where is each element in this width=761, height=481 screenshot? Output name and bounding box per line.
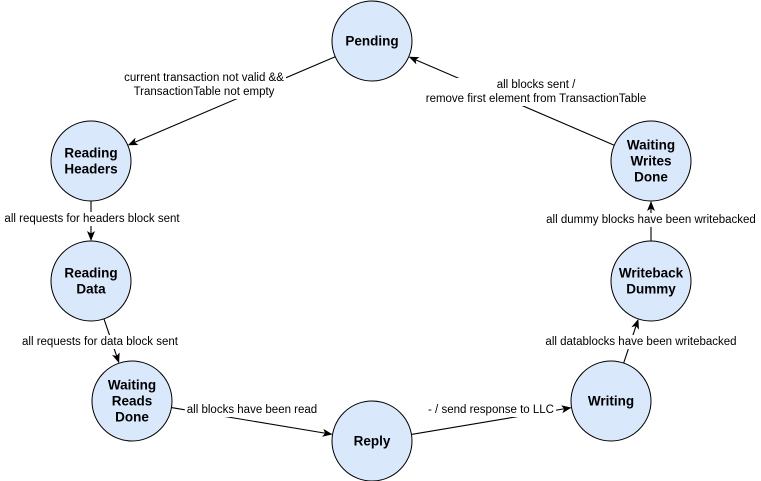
transition-label-waiting-reads-done-to-reply: all blocks have been read xyxy=(184,403,320,417)
state-label: Writing xyxy=(588,394,634,409)
transition-label-reading-headers-to-reading-data: all requests for headers block sent xyxy=(2,212,182,226)
state-label: Writes xyxy=(630,154,671,169)
state-pending: Pending xyxy=(331,0,413,82)
transition-label-reading-data-to-waiting-reads-done: all requests for data block sent xyxy=(19,335,181,349)
state-circle xyxy=(50,240,132,322)
transition-label-text: - / send response to LLC xyxy=(428,404,554,416)
state-label: Pending xyxy=(345,34,398,49)
transition-label-text: remove first element from TransactionTab… xyxy=(426,93,647,105)
state-label: Dummy xyxy=(626,282,676,297)
state-label: Reads xyxy=(112,394,153,409)
state-label: Reading xyxy=(64,266,117,281)
transition-label-text: all blocks sent / xyxy=(497,79,576,91)
state-circle xyxy=(610,120,692,202)
state-circle xyxy=(331,400,413,481)
transition-label-text: all dummy blocks have been writebacked xyxy=(546,214,756,226)
transition-label-waiting-writes-done-to-pending: all blocks sent / remove first element fr… xyxy=(423,78,649,106)
state-label: Reading xyxy=(64,146,117,161)
state-label: Done xyxy=(115,410,149,425)
transition-label-background xyxy=(543,335,739,349)
state-label: Writeback xyxy=(619,266,684,281)
transition-label-pending-to-reading-headers: current transaction not valid && Transact… xyxy=(121,71,287,99)
transition-label-background xyxy=(121,71,287,99)
state-label: Waiting xyxy=(108,378,156,393)
states-layer: PendingReadingHeadersReadingDataWaitingR… xyxy=(50,0,692,481)
transition-label-text: all blocks have been read xyxy=(187,404,317,416)
state-label: Headers xyxy=(64,162,117,177)
transition-label-background xyxy=(544,213,758,227)
transition-label-background xyxy=(184,403,320,417)
state-circle xyxy=(610,240,692,322)
state-reply: Reply xyxy=(331,400,413,481)
state-label: Data xyxy=(76,282,106,297)
transition-arrow-pending-to-reading-headers xyxy=(127,56,336,146)
state-circle xyxy=(331,0,413,82)
state-writing: Writing xyxy=(570,360,652,442)
transition-label-writing-to-writeback-dummy: all datablocks have been writebacked xyxy=(543,335,739,349)
state-label: Done xyxy=(634,170,668,185)
transition-label-text: all datablocks have been writebacked xyxy=(545,336,736,348)
state-circle xyxy=(50,120,132,202)
state-circle xyxy=(91,360,173,442)
transition-label-background xyxy=(2,212,182,226)
transition-label-background xyxy=(19,335,181,349)
transitions-layer xyxy=(87,56,655,437)
transition-label-text: all requests for data block sent xyxy=(22,336,179,348)
transition-label-writeback-dummy-to-waiting-writes-done: all dummy blocks have been writebacked xyxy=(544,213,758,227)
state-label: Waiting xyxy=(627,138,675,153)
transition-label-background xyxy=(423,78,649,106)
state-label: Reply xyxy=(354,434,391,449)
transition-label-text: TransactionTable not empty xyxy=(134,86,275,98)
state-circle xyxy=(570,360,652,442)
transition-labels-layer: current transaction not valid && Transact… xyxy=(2,71,758,417)
transition-label-reply-to-writing: - / send response to LLC xyxy=(426,403,556,417)
transition-label-background xyxy=(426,403,556,417)
transition-label-text: all requests for headers block sent xyxy=(4,213,180,225)
transition-label-text: current transaction not valid && xyxy=(124,72,284,84)
